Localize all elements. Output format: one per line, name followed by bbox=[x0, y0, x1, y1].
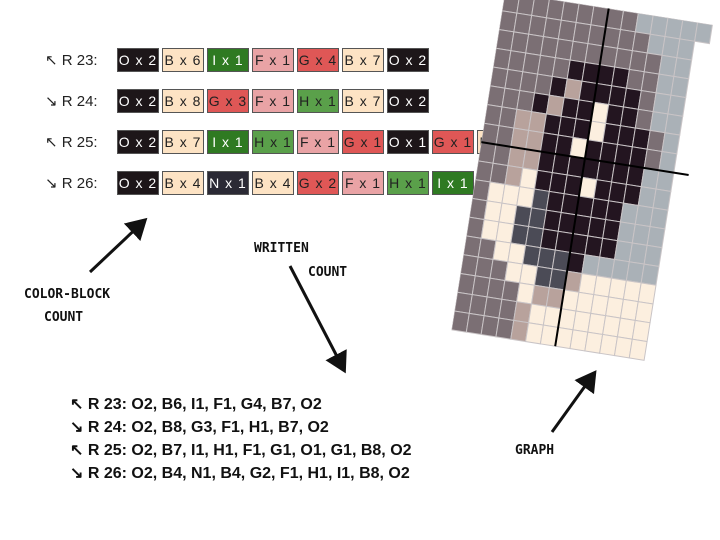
color-block: B x 4 bbox=[162, 171, 204, 195]
row-label: ↖ R 23: bbox=[45, 52, 98, 69]
row-label: ↖ R 25: bbox=[45, 134, 98, 151]
color-block: F x 1 bbox=[297, 130, 339, 154]
color-block: O x 2 bbox=[117, 171, 159, 195]
label-color-block-count: COUNT bbox=[44, 310, 84, 325]
written-count: ↖ R 23: O2, B6, I1, F1, G4, B7, O2 ↘ R 2… bbox=[70, 393, 412, 485]
color-block: O x 2 bbox=[117, 48, 159, 72]
color-block: H x 1 bbox=[387, 171, 429, 195]
color-block: B x 4 bbox=[252, 171, 294, 195]
color-block: G x 1 bbox=[342, 130, 384, 154]
color-block: O x 2 bbox=[387, 48, 429, 72]
color-block: H x 1 bbox=[297, 89, 339, 113]
color-block: O x 1 bbox=[387, 130, 429, 154]
graph-cell bbox=[628, 338, 648, 361]
color-block: F x 1 bbox=[252, 48, 294, 72]
color-block: B x 7 bbox=[162, 130, 204, 154]
color-block: B x 6 bbox=[162, 48, 204, 72]
written-row: ↘ R 26: O2, B4, N1, B4, G2, F1, H1, I1, … bbox=[70, 465, 410, 482]
label-graph: GRAPH bbox=[515, 443, 555, 458]
color-block: G x 3 bbox=[207, 89, 249, 113]
color-block: I x 1 bbox=[432, 171, 474, 195]
color-block: B x 7 bbox=[342, 48, 384, 72]
label-written: WRITTEN bbox=[254, 241, 309, 256]
color-block: I x 1 bbox=[207, 48, 249, 72]
label-color-block: COLOR-BLOCK bbox=[24, 287, 111, 302]
written-row: ↖ R 25: O2, B7, I1, H1, F1, G1, O1, G1, … bbox=[70, 442, 412, 459]
arrow-to-written-count bbox=[288, 265, 347, 374]
pattern-graph bbox=[451, 0, 713, 361]
row-label: ↘ R 26: bbox=[45, 175, 98, 192]
color-block: B x 7 bbox=[342, 89, 384, 113]
graph-center-line bbox=[554, 8, 610, 347]
color-block: G x 2 bbox=[297, 171, 339, 195]
label-written-count: COUNT bbox=[308, 265, 348, 280]
arrow-to-color-blocks bbox=[88, 217, 148, 274]
graph-center-line bbox=[481, 141, 689, 176]
color-block: B x 8 bbox=[162, 89, 204, 113]
color-block: F x 1 bbox=[252, 89, 294, 113]
color-block: O x 2 bbox=[387, 89, 429, 113]
color-block: N x 1 bbox=[207, 171, 249, 195]
arrow-to-graph bbox=[550, 370, 597, 433]
graph-cell bbox=[694, 21, 713, 45]
written-row: ↘ R 24: O2, B8, G3, F1, H1, B7, O2 bbox=[70, 419, 329, 436]
written-row: ↖ R 23: O2, B6, I1, F1, G4, B7, O2 bbox=[70, 396, 322, 413]
color-block: O x 2 bbox=[117, 89, 159, 113]
color-block: F x 1 bbox=[342, 171, 384, 195]
color-block: O x 2 bbox=[117, 130, 159, 154]
color-block: G x 4 bbox=[297, 48, 339, 72]
color-block: H x 1 bbox=[252, 130, 294, 154]
color-block: G x 1 bbox=[432, 130, 474, 154]
row-label: ↘ R 24: bbox=[45, 93, 98, 110]
color-block: I x 1 bbox=[207, 130, 249, 154]
